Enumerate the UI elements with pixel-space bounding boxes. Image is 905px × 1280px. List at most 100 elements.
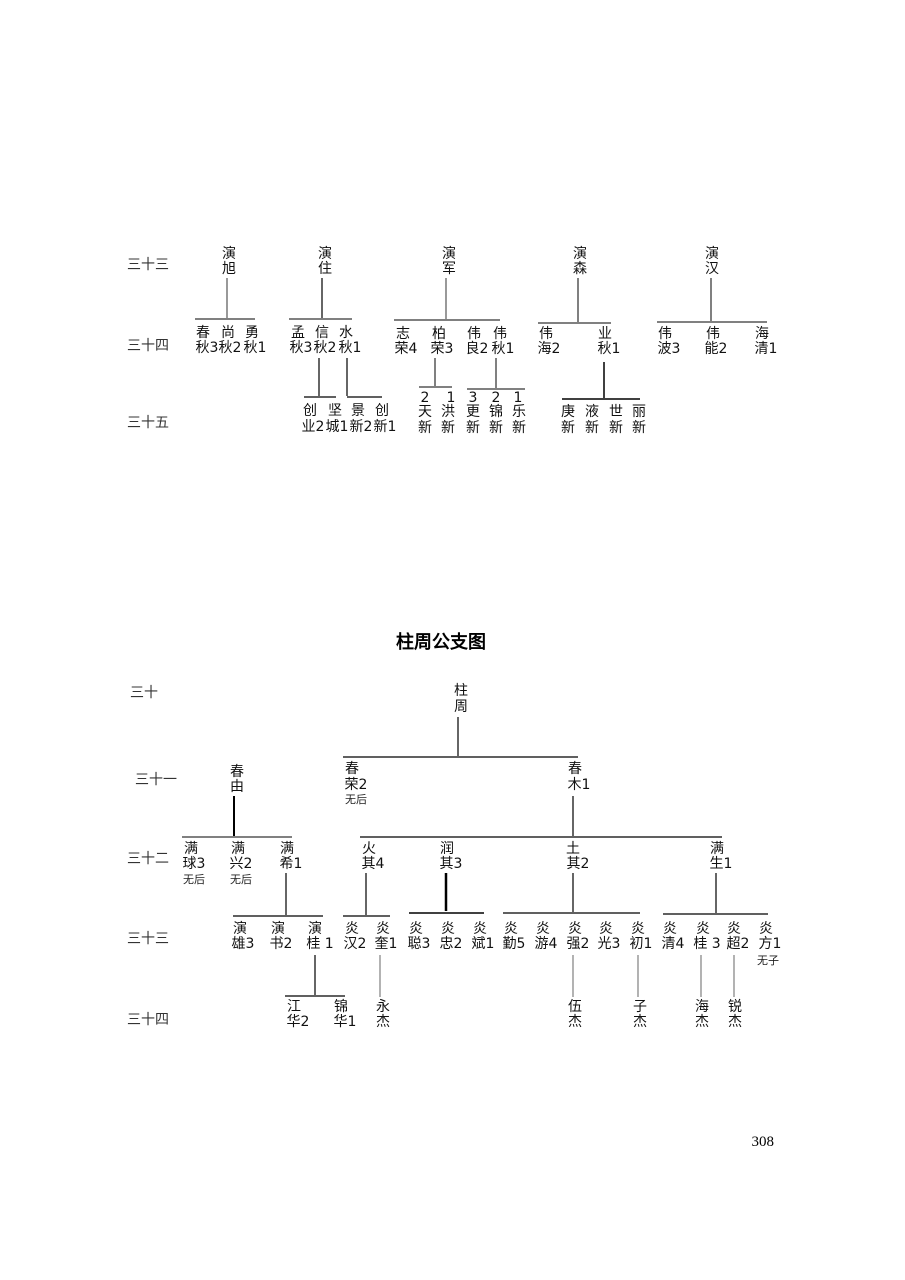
generation-label-32: 三十二	[127, 851, 169, 867]
node-yanqiang: 强2	[567, 936, 590, 952]
node-jinxin: 新	[489, 420, 503, 436]
node-yanchao: 超2	[727, 936, 750, 952]
node-yanyou: 游4	[535, 936, 558, 952]
diagram-title: 柱周公支图	[396, 631, 486, 653]
node-jiancheng: 坚	[328, 403, 342, 419]
node-yanhan: 汉	[705, 261, 719, 277]
node-mengqiu: 孟	[291, 325, 305, 341]
node-xinqiu: 秋2	[314, 340, 337, 356]
node-shuiqiu: 秋1	[339, 340, 362, 356]
node-weineng: 伟	[706, 326, 720, 342]
node-wujie: 伍	[568, 999, 582, 1015]
node-weibo: 波3	[658, 341, 681, 357]
bottom-gen32-nodes: 满 球3 无后 满 兴2 无后 满 希1 火 其4 润 其3 土 其2 满 生1	[183, 841, 733, 886]
node-weihai: 伟	[539, 326, 553, 342]
node-bairong: 柏	[432, 326, 446, 342]
node-manqiu-note: 无后	[183, 873, 205, 886]
top-gen35-nodes: 创 业2 坚 城1 景 新2 创 新1 2 天 新 1 洪 新 3 更 新 2 …	[302, 390, 646, 436]
node-jinxin: 2	[492, 390, 501, 406]
node-runqi: 其3	[440, 856, 463, 872]
node-haijie: 海	[695, 999, 709, 1015]
node-yanguang: 光3	[598, 936, 621, 952]
node-yanqing: 清4	[662, 936, 685, 952]
generation-label-35: 三十五	[127, 415, 169, 431]
node-lixin: 丽	[632, 404, 646, 420]
node-yanfang-note: 无子	[757, 954, 779, 967]
node-huoqi: 火	[362, 841, 376, 857]
node-tuqi: 土	[566, 841, 580, 857]
node-yansen: 演	[573, 246, 587, 262]
node-manxi: 满	[280, 841, 294, 857]
top-gen34-nodes: 春 秋3 尚 秋2 勇 秋1 孟 秋3 信 秋2 水 秋1 志 荣4 柏 荣3 …	[196, 325, 778, 357]
node-yanxu: 旭	[222, 261, 236, 277]
node-manxing: 满	[231, 841, 245, 857]
node-weibo: 伟	[658, 326, 672, 342]
node-yanguang: 炎	[599, 921, 613, 937]
node-yanxu: 演	[222, 246, 236, 262]
node-chuangxin: 新1	[374, 419, 397, 435]
node-bairong: 荣3	[431, 341, 454, 357]
node-chunyou: 春	[230, 764, 244, 780]
node-runqi: 润	[440, 841, 454, 857]
node-yongqiu: 勇	[245, 325, 259, 341]
top-chart-connectors	[195, 278, 767, 400]
node-ruijie: 锐	[728, 999, 742, 1015]
node-yanzhong: 炎	[441, 921, 455, 937]
node-ruijie: 杰	[728, 1014, 742, 1030]
node-lexin: 1	[514, 390, 523, 406]
node-yanqin: 炎	[504, 921, 518, 937]
node-zhuzhou: 周	[454, 699, 468, 715]
node-hongxin: 洪	[441, 404, 455, 420]
node-yeqiu: 秋1	[598, 341, 621, 357]
node-yongjie: 杰	[376, 1014, 390, 1030]
node-yanxiong: 演	[233, 921, 247, 937]
node-hongxin: 新	[441, 420, 455, 436]
generation-label-34: 三十四	[127, 1012, 169, 1028]
node-tuqi: 其2	[567, 856, 590, 872]
node-yanfang: 方1	[759, 936, 782, 952]
node-yancong: 聪3	[408, 936, 431, 952]
node-huoqi: 其4	[362, 856, 385, 872]
node-jinhua: 锦	[334, 998, 348, 1015]
node-yexin: 新	[585, 420, 599, 436]
node-yanchu: 初1	[630, 935, 653, 952]
node-jiancheng: 城1	[326, 419, 349, 435]
node-gengxin-b: 庚	[561, 404, 575, 420]
node-haiqing: 清1	[755, 341, 778, 357]
node-shixin: 世	[609, 404, 623, 420]
node-chunyou: 由	[230, 779, 244, 795]
node-yanyou: 炎	[536, 921, 550, 937]
node-yancong: 炎	[409, 921, 423, 937]
node-yongqiu: 秋1	[244, 340, 267, 356]
generation-label-31: 三十一	[135, 772, 177, 788]
page-number: 308	[752, 1134, 775, 1150]
node-zhirong: 志	[396, 326, 410, 342]
node-shangqiu: 秋2	[219, 340, 242, 356]
node-yanqiang: 炎	[568, 921, 582, 937]
bottom-gen34-nodes: 江 华2 锦 华1 永 杰 伍 杰 子 杰 海 杰 锐 杰	[287, 998, 742, 1030]
generation-label-30: 三十	[130, 685, 158, 701]
node-yanshu: 书2	[270, 936, 293, 952]
node-weineng: 能2	[705, 341, 728, 357]
node-manqiu: 球3	[183, 856, 206, 872]
node-wujie: 杰	[568, 1014, 582, 1030]
node-jingxin: 新2	[350, 419, 373, 435]
node-haijie: 杰	[695, 1014, 709, 1030]
node-shixin: 新	[609, 420, 623, 436]
node-shuiqiu: 水	[339, 325, 353, 341]
node-zhuzhou: 柱	[454, 683, 468, 699]
node-yankui: 炎	[376, 921, 390, 937]
node-zijie: 杰	[633, 1014, 647, 1030]
generation-label-34: 三十四	[127, 338, 169, 354]
node-chunmu: 春	[568, 761, 582, 777]
top-gen33-nodes: 演 旭 演 住 演 军 演 森 演 汉	[222, 246, 719, 277]
node-chunrong: 荣2	[345, 777, 368, 793]
node-lexin: 乐	[512, 404, 526, 420]
node-yanxiong: 雄3	[232, 936, 255, 952]
node-weiqiu: 伟	[493, 326, 507, 342]
node-yanzhu: 住	[318, 261, 332, 277]
node-yanjun: 演	[442, 246, 456, 262]
node-tianxin: 新	[418, 420, 432, 436]
node-chunqiu: 春	[196, 325, 210, 341]
